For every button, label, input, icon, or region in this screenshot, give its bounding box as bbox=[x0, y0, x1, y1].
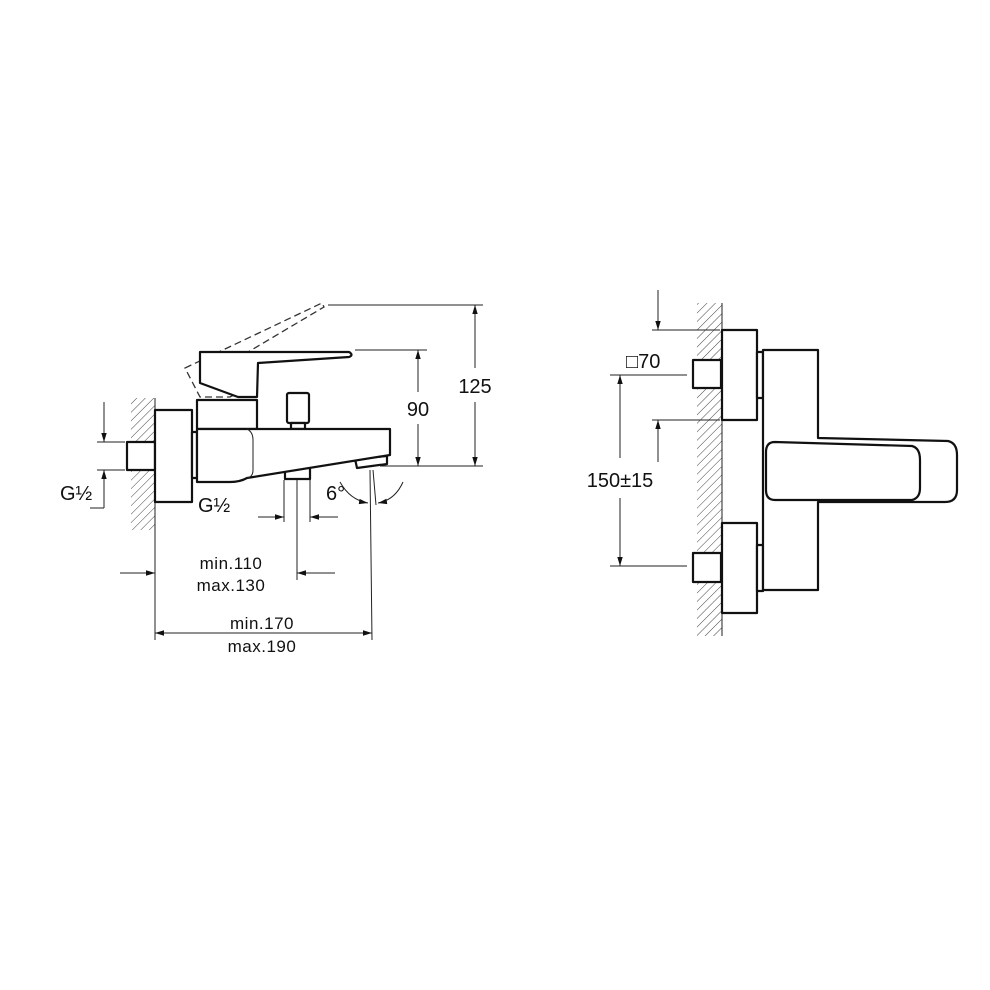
inlet-pipe-bottom bbox=[691, 551, 723, 584]
dim-centres: 150±15 bbox=[587, 470, 654, 492]
front-view: □70 150±15 bbox=[587, 290, 959, 636]
body-edge bbox=[246, 428, 254, 479]
dim-spout-angle: 6° bbox=[326, 483, 345, 505]
handle bbox=[198, 350, 353, 399]
wall-hatch bbox=[697, 303, 722, 636]
dim-projection-short-max: max.130 bbox=[197, 576, 266, 595]
dim-handle-height: 90 bbox=[407, 399, 429, 421]
dim-projection-short-min: min.110 bbox=[200, 554, 263, 573]
diverter-knob bbox=[285, 391, 311, 425]
dim-projection-long-max: max.190 bbox=[228, 637, 297, 656]
inlet-pipe bbox=[125, 440, 157, 472]
dim-projection-long-min: min.170 bbox=[230, 614, 294, 633]
dim-outlet-thread: G½ bbox=[198, 495, 231, 517]
escutcheon-top bbox=[720, 328, 759, 422]
escutcheon bbox=[153, 408, 194, 504]
side-view: 125 90 G½ G½ 6° min.110 max.130 min.1 bbox=[60, 302, 492, 656]
dim-escutcheon: □70 bbox=[626, 351, 660, 373]
dim-total-height: 125 bbox=[458, 376, 491, 398]
cartridge-housing bbox=[195, 398, 259, 431]
dim-inlet-thread: G½ bbox=[60, 483, 93, 505]
escutcheon-bottom bbox=[720, 521, 759, 615]
body-spout bbox=[195, 427, 392, 484]
handle-front bbox=[764, 440, 922, 502]
inlet-pipe-top bbox=[691, 358, 723, 390]
